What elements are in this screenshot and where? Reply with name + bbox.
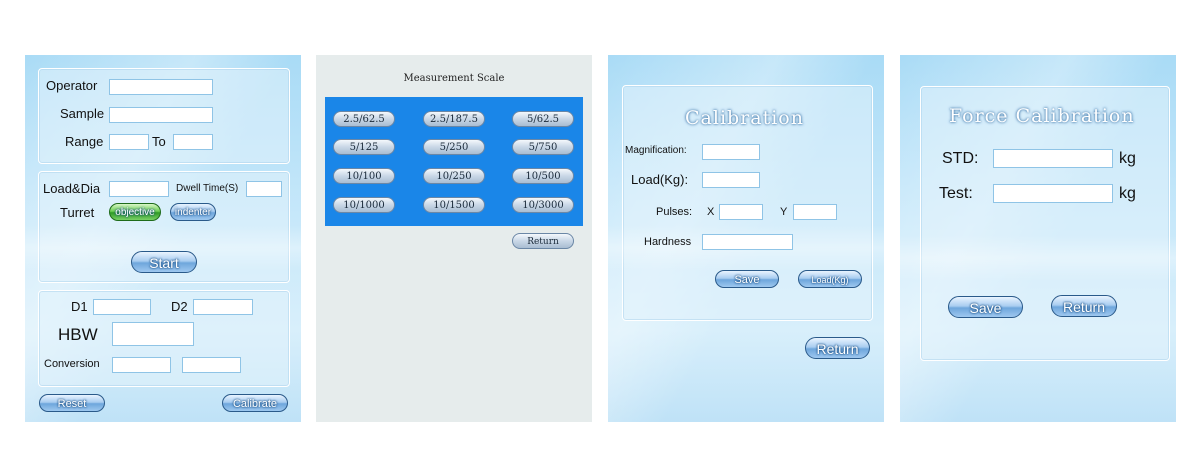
conversion-input-1[interactable] bbox=[112, 357, 171, 373]
range-to-input[interactable] bbox=[173, 134, 213, 150]
turret-label: Turret bbox=[60, 205, 95, 220]
sample-label: Sample bbox=[60, 106, 105, 121]
force-calibration-screen: Force Calibration STD: kg Test: kg Save … bbox=[900, 55, 1176, 422]
to-label: To bbox=[152, 134, 166, 149]
scale-button-10-1000[interactable]: 10/1000 bbox=[333, 197, 395, 213]
pulses-x-input[interactable] bbox=[719, 204, 763, 220]
calibrate-button[interactable]: Calibrate bbox=[222, 394, 288, 412]
measurement-scale-screen: Measurement Scale 2.5/62.5 2.5/187.5 5/6… bbox=[316, 55, 592, 422]
page-title: Force Calibration bbox=[949, 105, 1135, 127]
scale-button-10-3000[interactable]: 10/3000 bbox=[512, 197, 574, 213]
magnification-label: Magnification: bbox=[625, 145, 687, 156]
save-button[interactable]: Save bbox=[948, 296, 1023, 318]
scale-button-2.5-187.5[interactable]: 2.5/187.5 bbox=[423, 111, 485, 127]
objective-button[interactable]: objective bbox=[109, 203, 161, 221]
hardness-input[interactable] bbox=[702, 234, 793, 250]
load-kg-input[interactable] bbox=[702, 172, 760, 188]
d1-input[interactable] bbox=[93, 299, 151, 315]
load-kg-label: Load(Kg): bbox=[631, 172, 689, 187]
conversion-label: Conversion bbox=[44, 358, 100, 370]
dwell-time-input[interactable] bbox=[246, 181, 282, 197]
pulses-label: Pulses: bbox=[656, 206, 693, 218]
load-dia-label: Load&Dia bbox=[43, 181, 101, 196]
operator-label: Operator bbox=[46, 78, 98, 93]
pulses-y-label: Y bbox=[780, 206, 788, 218]
operator-input[interactable] bbox=[109, 79, 213, 95]
load-dia-input[interactable] bbox=[109, 181, 169, 197]
hardness-label: Hardness bbox=[644, 236, 692, 248]
decorative-band bbox=[900, 235, 1176, 281]
sample-input[interactable] bbox=[109, 107, 213, 123]
force-calibration-panel bbox=[920, 86, 1170, 361]
d2-label: D2 bbox=[171, 299, 188, 314]
page-title: Measurement Scale bbox=[403, 73, 505, 84]
std-input[interactable] bbox=[993, 149, 1113, 168]
magnification-input[interactable] bbox=[702, 144, 760, 160]
std-unit-label: kg bbox=[1119, 150, 1136, 167]
scale-button-2.5-62.5[interactable]: 2.5/62.5 bbox=[333, 111, 395, 127]
scale-button-5-750[interactable]: 5/750 bbox=[512, 139, 574, 155]
return-button[interactable]: Return bbox=[1051, 295, 1117, 317]
dwell-time-label: Dwell Time(S) bbox=[176, 183, 239, 194]
scale-button-5-250[interactable]: 5/250 bbox=[423, 139, 485, 155]
scale-button-10-500[interactable]: 10/500 bbox=[512, 168, 574, 184]
test-unit-label: kg bbox=[1119, 185, 1136, 202]
std-label: STD: bbox=[942, 150, 979, 167]
load-kg-button[interactable]: Load(Kg) bbox=[798, 270, 862, 288]
hbw-input[interactable] bbox=[112, 322, 194, 346]
test-label: Test: bbox=[939, 185, 973, 202]
page-title: Calibration bbox=[685, 107, 804, 129]
scale-button-5-62.5[interactable]: 5/62.5 bbox=[512, 111, 574, 127]
main-screen: Operator Sample Range To Load&Dia Dwell … bbox=[25, 55, 301, 422]
d1-label: D1 bbox=[71, 299, 88, 314]
scale-button-10-100[interactable]: 10/100 bbox=[333, 168, 395, 184]
d2-input[interactable] bbox=[193, 299, 253, 315]
pulses-y-input[interactable] bbox=[793, 204, 837, 220]
save-button[interactable]: Save bbox=[715, 270, 779, 288]
scale-button-10-1500[interactable]: 10/1500 bbox=[423, 197, 485, 213]
hbw-label: HBW bbox=[58, 325, 98, 344]
scale-button-5-125[interactable]: 5/125 bbox=[333, 139, 395, 155]
conversion-input-2[interactable] bbox=[182, 357, 241, 373]
range-label: Range bbox=[65, 134, 104, 149]
scale-button-10-250[interactable]: 10/250 bbox=[423, 168, 485, 184]
indenter-button[interactable]: indenter bbox=[170, 203, 216, 221]
return-button[interactable]: Return bbox=[805, 337, 870, 359]
reset-button[interactable]: Reset bbox=[39, 394, 105, 412]
start-button[interactable]: Start bbox=[131, 251, 197, 273]
test-input[interactable] bbox=[993, 184, 1113, 203]
range-from-input[interactable] bbox=[109, 134, 149, 150]
return-button[interactable]: Return bbox=[512, 233, 574, 249]
pulses-x-label: X bbox=[707, 206, 715, 218]
calibration-screen: Calibration Magnification: Load(Kg): Pul… bbox=[608, 55, 884, 422]
